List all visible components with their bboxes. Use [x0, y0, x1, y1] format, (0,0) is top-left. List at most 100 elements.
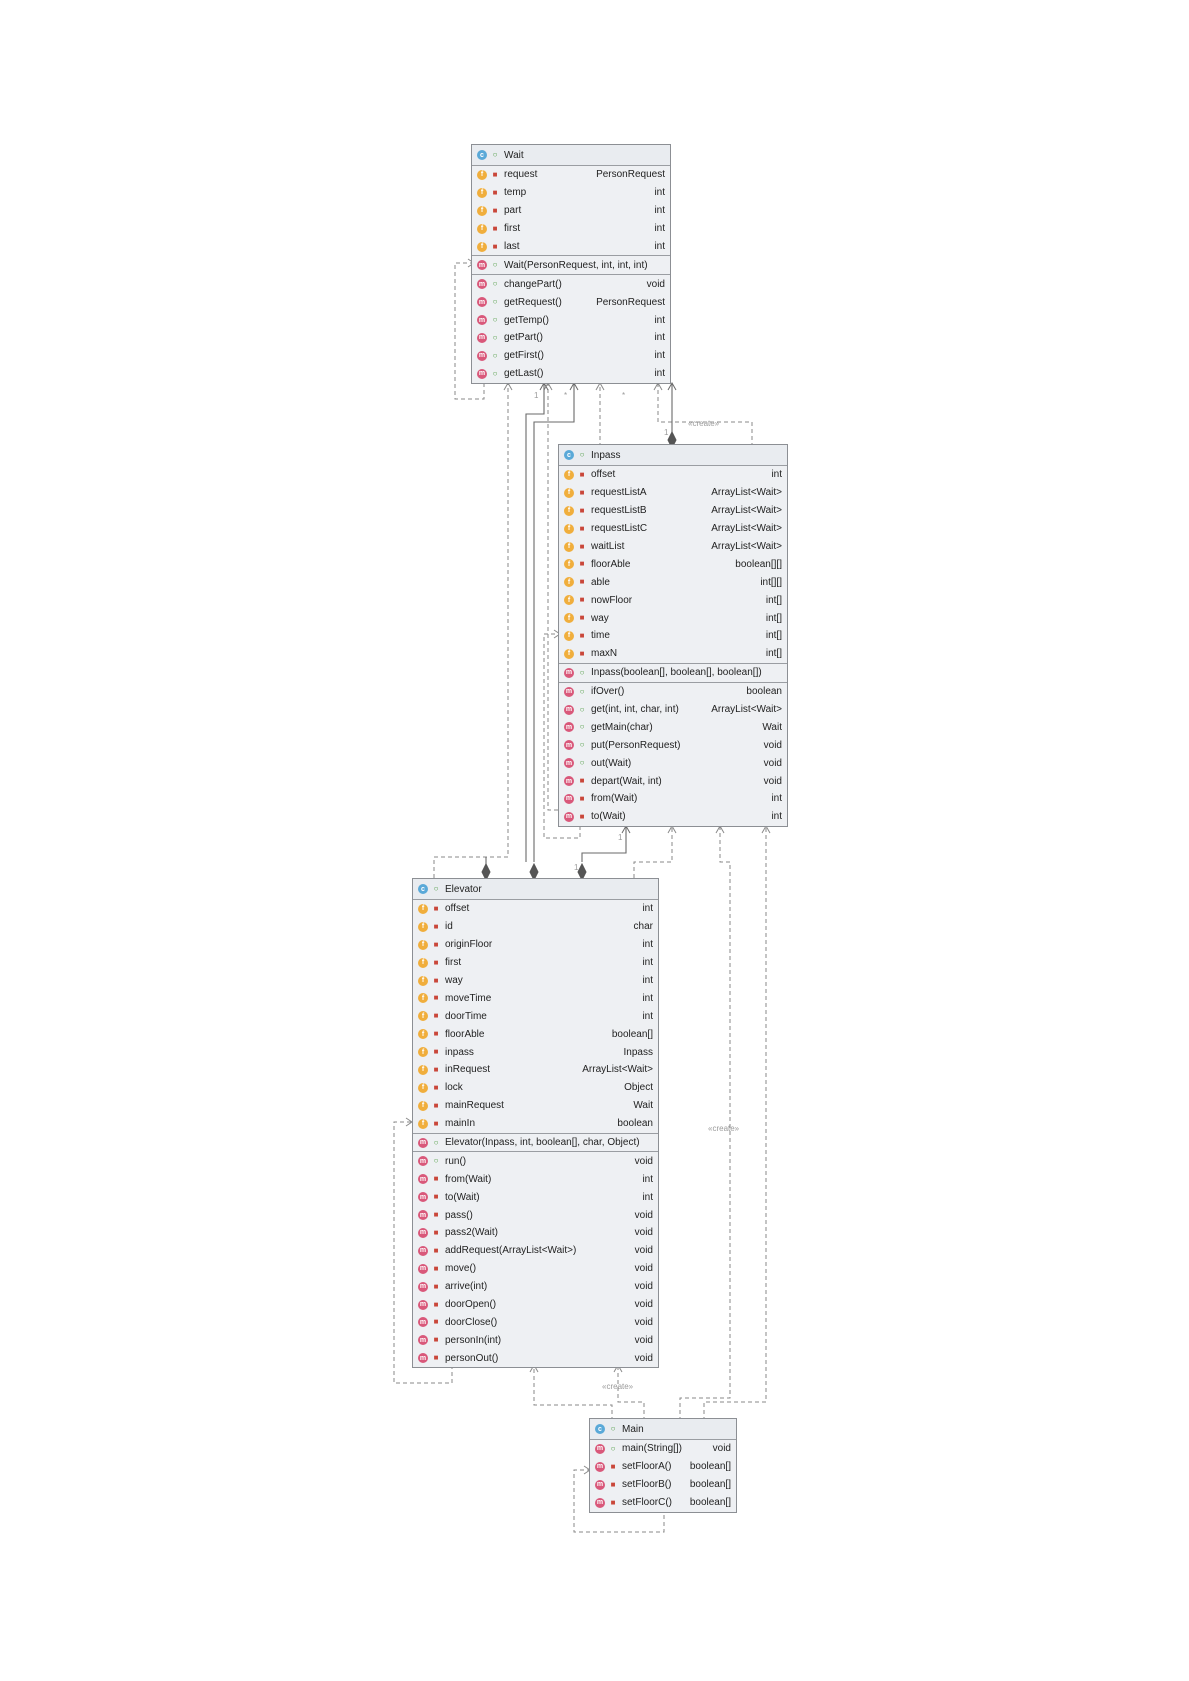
method-row[interactable]: m○out(Wait)void [559, 754, 787, 772]
field-name: requestListC [591, 523, 648, 535]
method-name: getMain(char) [591, 721, 653, 733]
method-row[interactable]: m■personOut()void [413, 1349, 658, 1367]
method-row[interactable]: m○getFirst()int [472, 347, 670, 365]
method-row[interactable]: m○getRequest()PersonRequest [472, 293, 670, 311]
field-badge-icon: f [418, 1118, 428, 1129]
assoc-arrow-1 [539, 381, 549, 391]
method-row[interactable]: m○ifOver()boolean [559, 683, 787, 701]
lock-icon: ■ [433, 1082, 439, 1092]
method-type: void [634, 1263, 653, 1275]
method-row[interactable]: m○getLast()int [472, 365, 670, 383]
field-name: floorAble [591, 558, 631, 570]
lock-icon: ■ [579, 523, 585, 533]
constructor-row[interactable]: m○Inpass(boolean[], boolean[], boolean[]… [559, 664, 787, 682]
method-row[interactable]: m■addRequest(ArrayList<Wait>)void [413, 1242, 658, 1260]
method-row[interactable]: m○get(int, int, char, int)ArrayList<Wait… [559, 701, 787, 719]
method-type: int [654, 314, 665, 326]
method-row[interactable]: m○changePart()void [472, 275, 670, 293]
lock-icon: ■ [579, 541, 585, 551]
method-badge-icon: m [418, 1210, 428, 1221]
unlock-icon: ○ [579, 704, 585, 714]
field-badge-icon: f [477, 187, 487, 198]
unlock-icon: ○ [492, 260, 498, 270]
method-row[interactable]: m■depart(Wait, int)void [559, 772, 787, 790]
inpass-create-wait [657, 383, 753, 447]
constructor-row[interactable]: m○Wait(PersonRequest, int, int, int) [472, 256, 670, 274]
method-row[interactable]: m○getMain(char)Wait [559, 718, 787, 736]
method-row[interactable]: m○main(String[])void [590, 1440, 736, 1458]
method-type: int [654, 368, 665, 380]
method-row[interactable]: m■pass()void [413, 1206, 658, 1224]
unlock-icon: ○ [492, 332, 498, 342]
class-name: Wait [504, 149, 524, 161]
field-type: boolean[][] [735, 558, 782, 570]
method-row[interactable]: m■doorClose()void [413, 1313, 658, 1331]
method-row[interactable]: m■move()void [413, 1260, 658, 1278]
method-row[interactable]: m■to(Wait)int [559, 808, 787, 826]
lock-icon: ■ [492, 223, 498, 233]
method-row[interactable]: m■arrive(int)void [413, 1278, 658, 1296]
method-row[interactable]: m■personIn(int)void [413, 1331, 658, 1349]
method-name: move() [445, 1263, 477, 1275]
method-name: main(String[]) [622, 1443, 683, 1455]
constructor-row[interactable]: m○Elevator(Inpass, int, boolean[], char,… [413, 1134, 658, 1152]
method-row[interactable]: m■setFloorB()boolean[] [590, 1476, 736, 1494]
create-label-inpass-wait: «create» [688, 419, 720, 428]
method-row[interactable]: m■setFloorA()boolean[] [590, 1458, 736, 1476]
method-row[interactable]: m■doorOpen()void [413, 1296, 658, 1314]
method-row[interactable]: m○getTemp()int [472, 311, 670, 329]
unlock-icon: ○ [610, 1424, 616, 1433]
method-badge-icon: m [595, 1443, 605, 1454]
method-row[interactable]: m■from(Wait)int [413, 1170, 658, 1188]
method-badge-icon: m [564, 686, 574, 697]
constructor-badge-icon: m [477, 260, 487, 271]
method-row[interactable]: m■setFloorC()boolean[] [590, 1494, 736, 1512]
multiplicity-wait-many-a: * [564, 391, 567, 400]
method-row[interactable]: m○run()void [413, 1152, 658, 1170]
method-row[interactable]: m○getPart()int [472, 329, 670, 347]
method-row[interactable]: m■pass2(Wait)void [413, 1224, 658, 1242]
field-badge-icon: f [477, 241, 487, 252]
field-name: part [504, 205, 522, 217]
method-row[interactable]: m■from(Wait)int [559, 790, 787, 808]
method-type: int [771, 793, 782, 805]
field-type: int[] [765, 630, 782, 642]
field-badge-icon: f [418, 1082, 428, 1093]
field-type: int [654, 223, 665, 235]
method-row[interactable]: m■to(Wait)int [413, 1188, 658, 1206]
method-row[interactable]: m○put(PersonRequest)void [559, 736, 787, 754]
